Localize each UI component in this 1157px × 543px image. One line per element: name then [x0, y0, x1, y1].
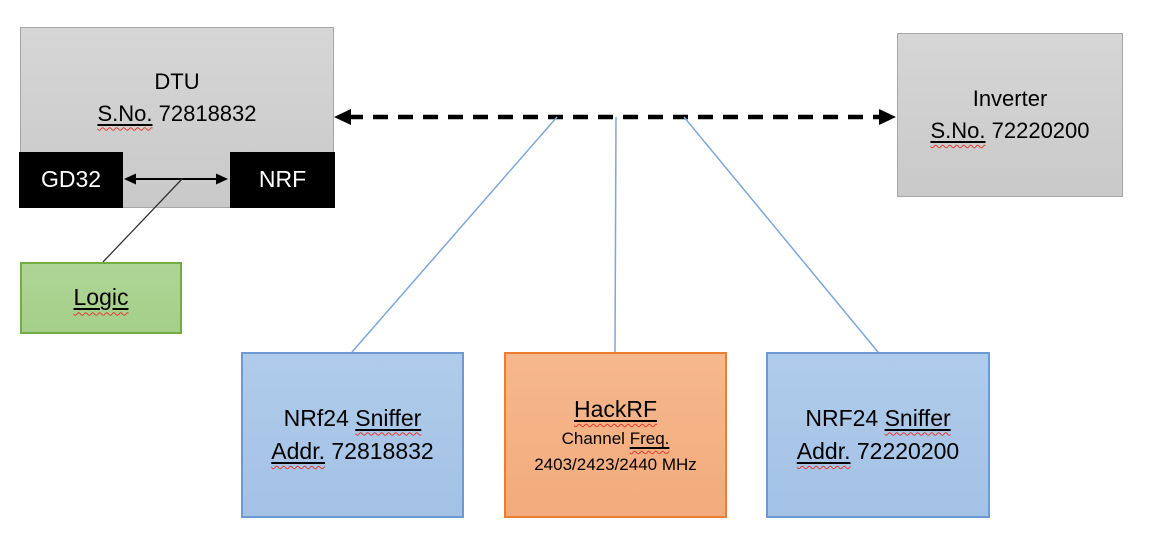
hackrf-title: HackRF: [573, 395, 658, 422]
hackrf-line3: 2403/2423/2440 MHz: [534, 454, 697, 474]
sniffer-left-box: NRf24 Sniffer Addr. 72818832: [241, 352, 464, 518]
sniffer-left-line2: Addr. 72818832: [271, 438, 434, 464]
sniffer-right-line1: NRF24 Sniffer: [805, 404, 951, 431]
dtu-title: DTU: [154, 68, 200, 94]
inverter-serial-value: 72220200: [991, 118, 1090, 143]
logic-box: Logic: [20, 262, 182, 334]
inverter-serial: S.No. 72220200: [930, 115, 1089, 147]
inverter-title: Inverter: [972, 86, 1048, 112]
gd32-box: GD32: [19, 152, 123, 208]
tap-sniffer-left-link: [351, 116, 558, 353]
dashed-arrowhead-right-icon: [879, 109, 896, 125]
dtu-serial-label: S.No.: [97, 100, 153, 126]
inverter-box: Inverter S.No. 72220200: [897, 33, 1123, 197]
nrf-box: NRF: [230, 152, 335, 208]
gd32-label: GD32: [40, 166, 102, 193]
hackrf-box: HackRF Channel Freq. 2403/2423/2440 MHz: [504, 352, 727, 518]
sniffer-left-line1: NRf24 Sniffer: [283, 404, 422, 431]
logic-label: Logic: [73, 284, 129, 311]
sniffer-right-box: NRF24 Sniffer Addr. 72220200: [766, 352, 990, 518]
tap-sniffer-right-link: [683, 116, 879, 353]
hackrf-line2: Channel Freq.: [561, 429, 670, 449]
sniffer-right-line2: Addr. 72220200: [796, 438, 960, 464]
dtu-serial: S.No. 72818832: [97, 98, 256, 130]
dtu-serial-value: 72818832: [158, 100, 257, 126]
nrf-label: NRF: [258, 166, 307, 193]
dashed-arrowhead-left-icon: [334, 109, 351, 125]
inverter-serial-label: S.No.: [930, 118, 986, 143]
tap-hackrf-link: [614, 116, 617, 353]
